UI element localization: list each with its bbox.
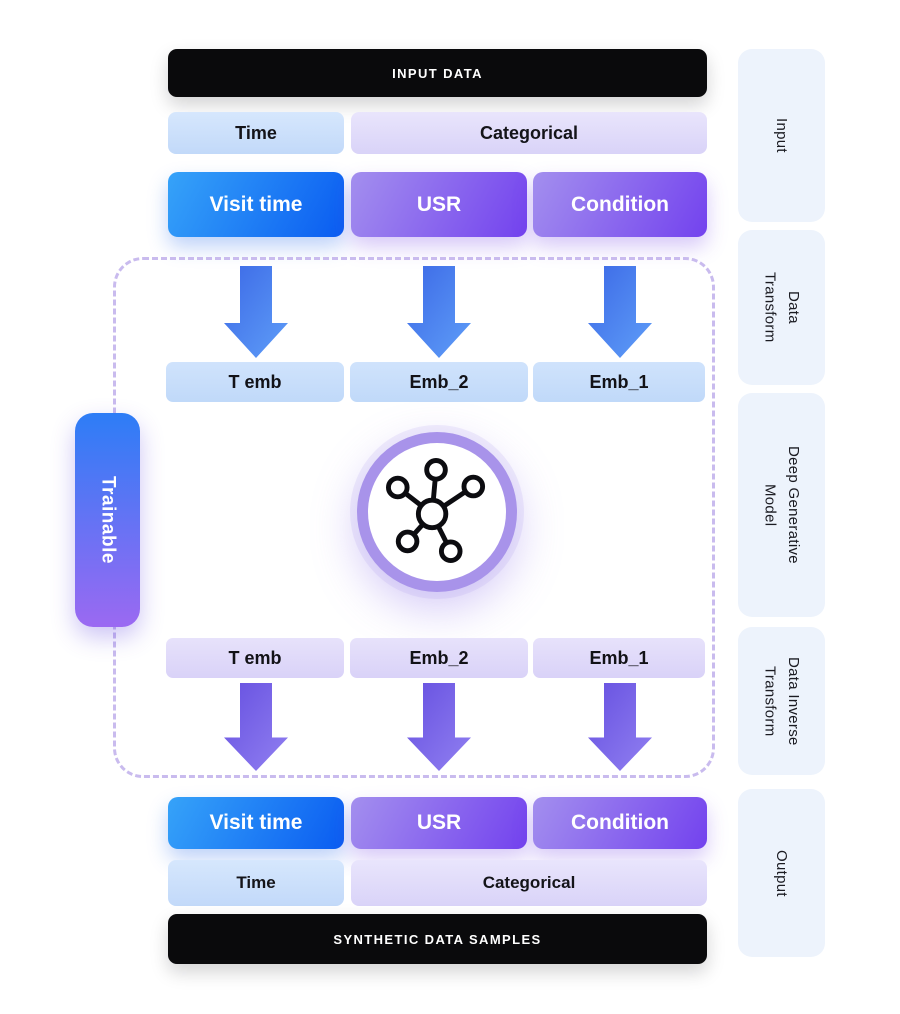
trainable-badge: Trainable [75, 413, 140, 627]
stage-label-data-transform-line1: Data [784, 291, 802, 324]
stage-label-output: Output [738, 789, 825, 957]
stage-label-input: Input [738, 49, 825, 222]
embedding-top-emb-2: Emb_2 [350, 362, 528, 402]
synthetic-data-footer-bar: SYNTHETIC DATA SAMPLES [168, 914, 707, 964]
output-field-condition: Condition [533, 797, 707, 849]
output-field-visit-time: Visit time [168, 797, 344, 849]
input-field-usr: USR [351, 172, 527, 237]
trainable-badge-label: Trainable [97, 476, 119, 564]
input-data-header-bar: INPUT DATA [168, 49, 707, 97]
stage-label-data-inverse-transform: Data Inverse Transform [738, 627, 825, 775]
output-field-usr-label: USR [416, 811, 462, 834]
stage-label-deep-generative-model: Deep Generative Model [738, 393, 825, 617]
embedding-top-emb-2-label: Emb_2 [409, 371, 469, 392]
embedding-bottom-emb-2: Emb_2 [350, 638, 528, 678]
output-field-visit-time-label: Visit time [209, 811, 303, 834]
generative-model-node [357, 432, 517, 592]
embedding-bottom-t-emb: T emb [166, 638, 344, 678]
network-graph-icon [386, 458, 486, 563]
input-field-condition-label: Condition [571, 192, 669, 216]
input-field-usr-label: USR [416, 192, 462, 216]
synthetic-data-footer-label: SYNTHETIC DATA SAMPLES [333, 931, 542, 947]
output-categorical-group-label: Categorical [482, 873, 576, 892]
embedding-bottom-t-emb-label: T emb [228, 647, 282, 668]
embedding-bottom-emb-1-label: Emb_1 [589, 647, 649, 668]
output-time-group-label: Time [236, 873, 276, 892]
stage-label-inverse-line2: Transform [761, 665, 779, 737]
stage-label-data-transform-line2: Transform [761, 272, 779, 343]
input-categorical-group-chip: Categorical [351, 112, 707, 154]
stage-label-data-transform: Data Transform [738, 230, 825, 385]
stage-label-model-line2: Model [761, 483, 779, 527]
input-data-header-label: INPUT DATA [392, 65, 483, 81]
input-time-group-label: Time [235, 122, 277, 143]
embedding-bottom-emb-1: Emb_1 [533, 638, 705, 678]
embedding-top-emb-1-label: Emb_1 [589, 371, 649, 392]
stage-label-model-line1: Deep Generative [784, 446, 802, 564]
output-time-group-chip: Time [168, 860, 344, 906]
stage-label-inverse-line1: Data Inverse [784, 656, 802, 746]
input-field-condition: Condition [533, 172, 707, 237]
stage-label-input-text: Input [773, 118, 791, 153]
input-field-visit-time-label: Visit time [209, 192, 303, 216]
output-field-usr: USR [351, 797, 527, 849]
embedding-top-t-emb-label: T emb [228, 371, 282, 392]
input-time-group-chip: Time [168, 112, 344, 154]
embedding-top-emb-1: Emb_1 [533, 362, 705, 402]
stage-label-output-text: Output [773, 849, 791, 897]
embedding-bottom-emb-2-label: Emb_2 [409, 647, 469, 668]
embedding-top-t-emb: T emb [166, 362, 344, 402]
input-categorical-group-label: Categorical [479, 122, 579, 143]
input-field-visit-time: Visit time [168, 172, 344, 237]
output-field-condition-label: Condition [571, 811, 669, 834]
output-categorical-group-chip: Categorical [351, 860, 707, 906]
